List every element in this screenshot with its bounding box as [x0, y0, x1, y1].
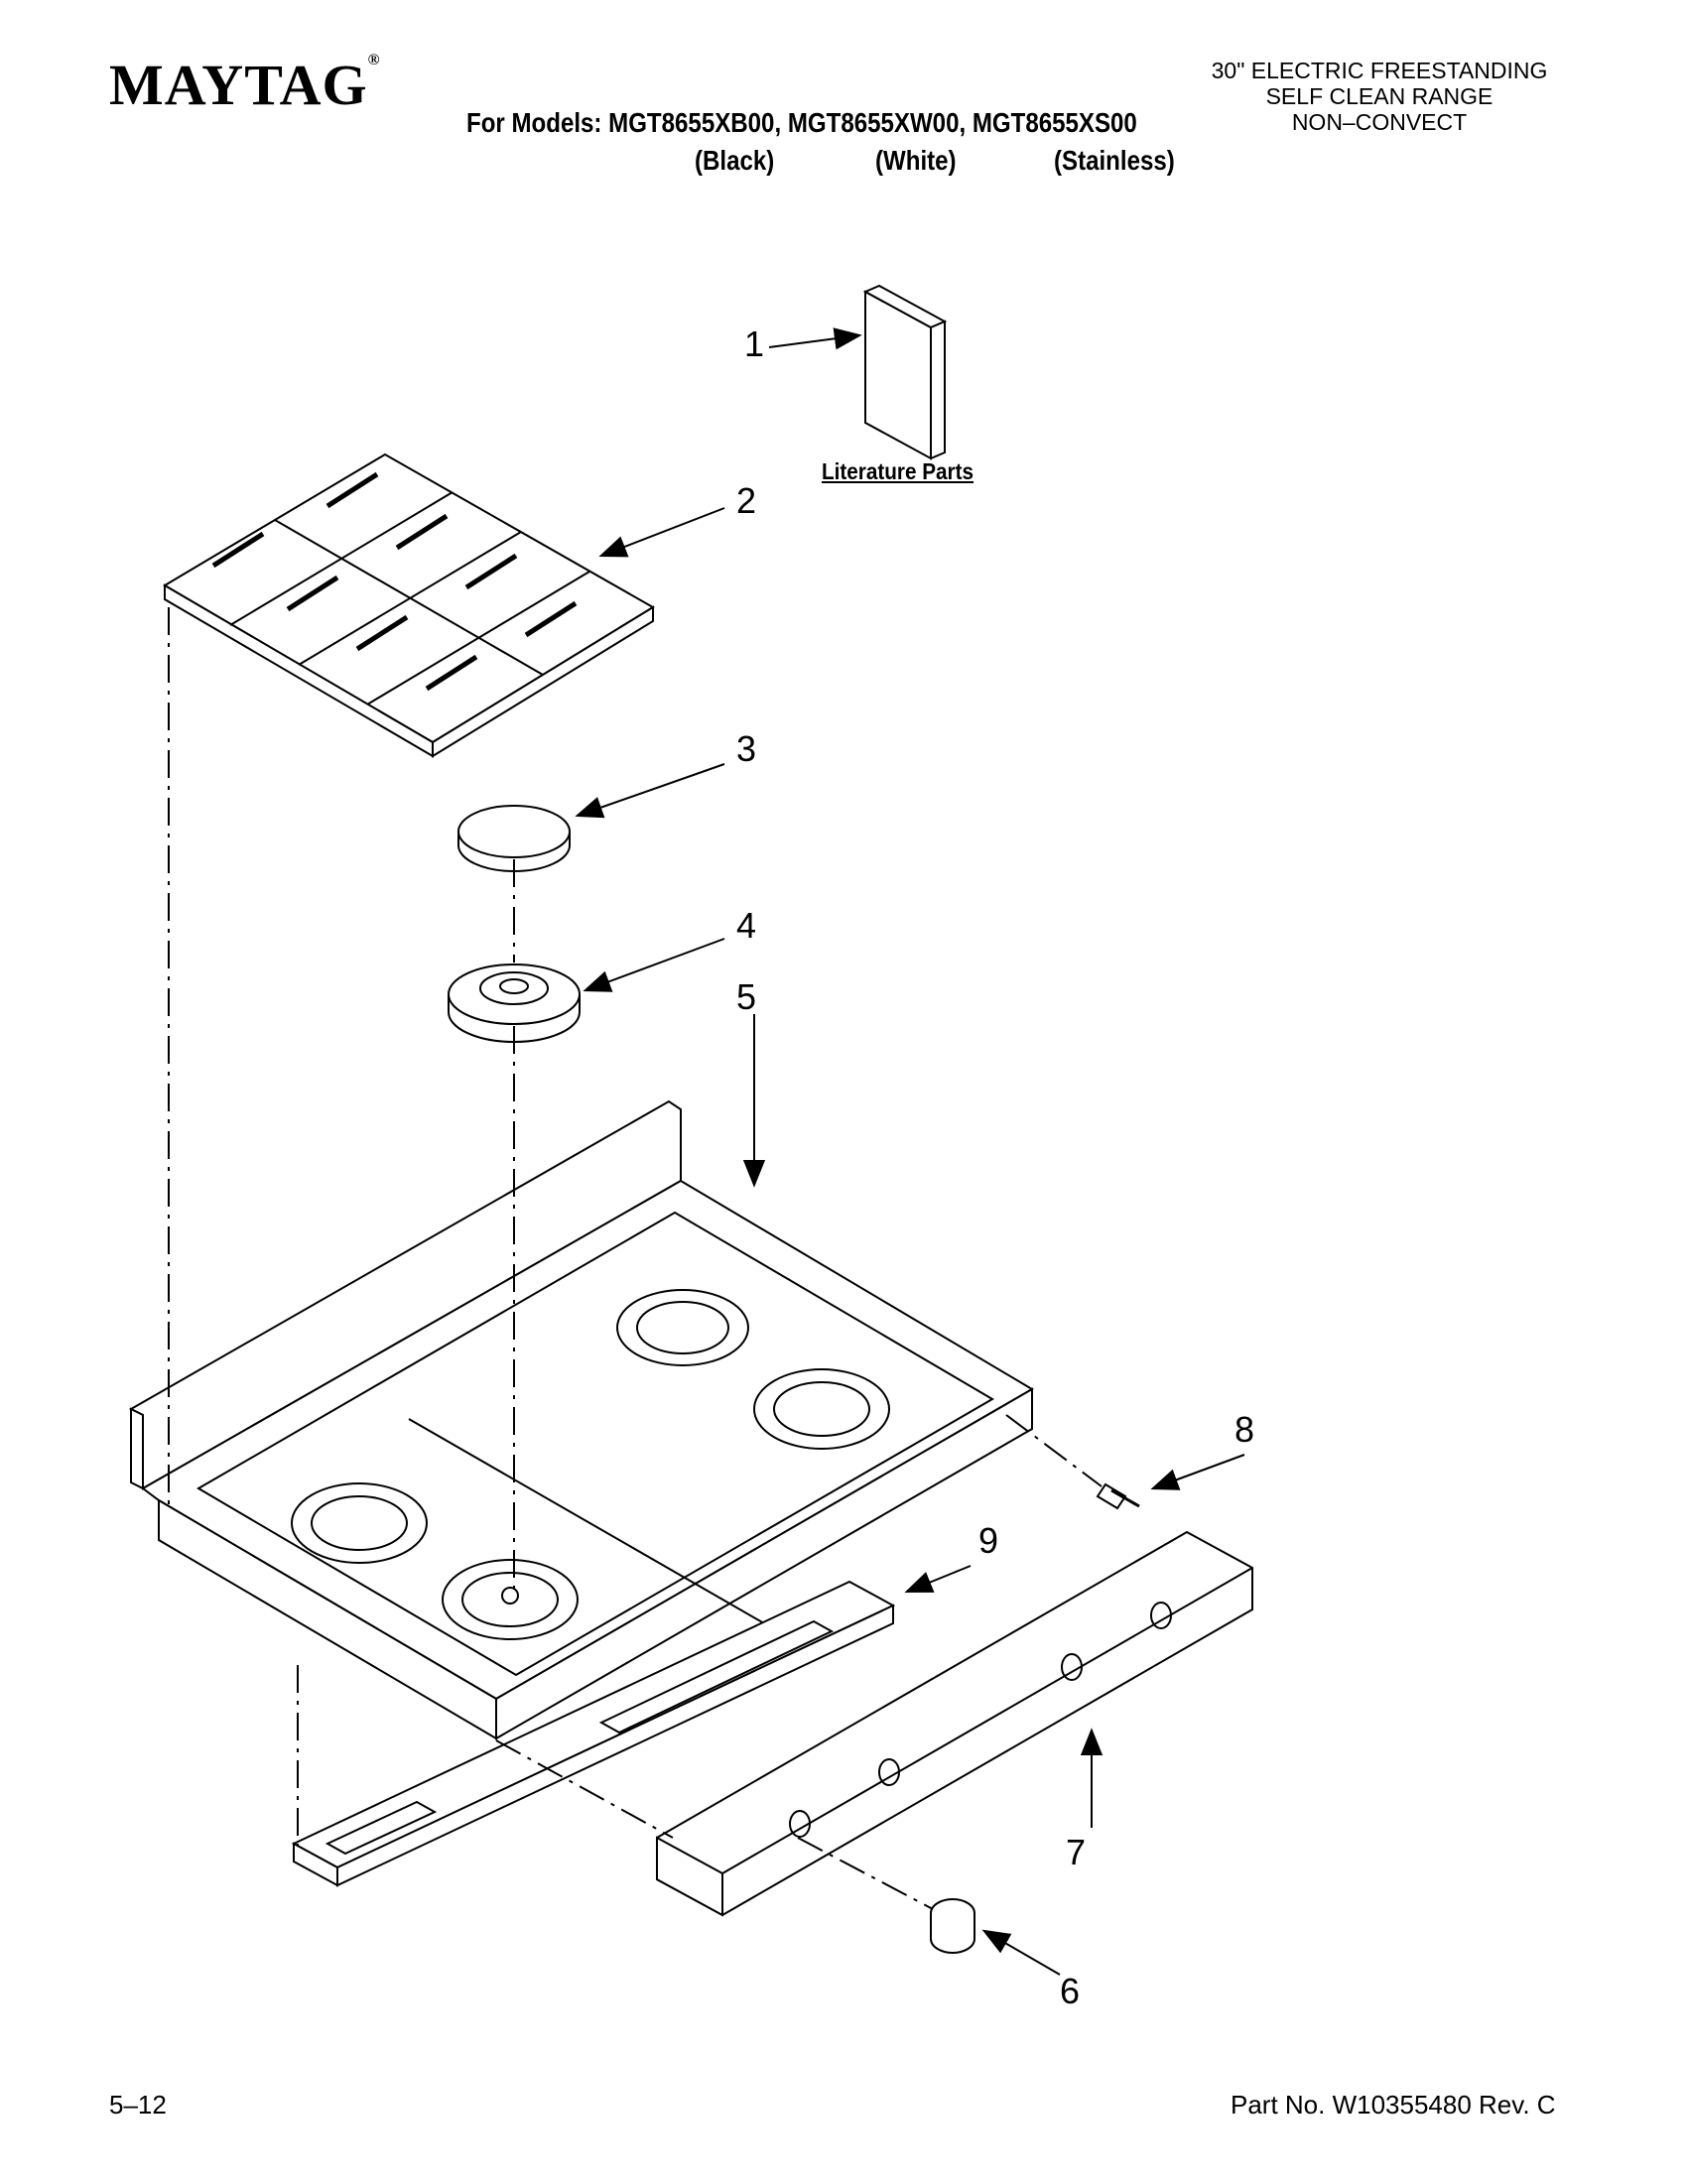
leader-line-2	[598, 507, 725, 558]
color-white: (White)	[875, 145, 957, 176]
cooktop-icon	[128, 1099, 1034, 1740]
range-description-line-3: NON–CONVECT	[1291, 109, 1468, 135]
burner-grate-icon	[163, 452, 655, 758]
leader-line-4	[583, 938, 725, 992]
leader-line-1	[768, 327, 862, 350]
callout-2: 2	[736, 480, 757, 521]
assembly-alignment-lines	[168, 607, 1103, 1910]
callout-3: 3	[736, 728, 757, 769]
literature-booklet-icon	[862, 284, 948, 460]
range-description-line-2: SELF CLEAN RANGE	[1265, 83, 1493, 109]
manifold-bracket-icon	[291, 1580, 896, 1887]
trademark-symbol: ®	[367, 52, 381, 68]
burner-base-icon	[448, 964, 581, 1043]
callout-1: 1	[744, 323, 765, 364]
leader-line-6	[981, 1929, 1061, 1976]
callout-4: 4	[736, 905, 757, 946]
page-number: 5–12	[109, 2090, 167, 2120]
part-number: Part No. W10355480 Rev. C	[1231, 2090, 1556, 2120]
color-stainless: (Stainless)	[1054, 145, 1175, 176]
callout-8: 8	[1234, 1409, 1255, 1450]
callout-5: 5	[736, 976, 757, 1017]
leader-line-8	[1150, 1454, 1245, 1490]
brand-name: MAYTAG	[109, 53, 368, 117]
screw-icon	[1096, 1482, 1140, 1510]
range-description: 30" ELECTRIC FREESTANDING SELF CLEAN RAN…	[1171, 58, 1588, 135]
leader-line-9	[904, 1565, 972, 1594]
leader-line-3	[575, 763, 725, 819]
callout-7: 7	[1066, 1832, 1087, 1872]
callout-9: 9	[978, 1520, 999, 1561]
manifold-panel-icon	[656, 1530, 1253, 1917]
callout-6: 6	[1060, 1971, 1081, 2011]
burner-cap-icon	[457, 805, 571, 872]
color-black: (Black)	[695, 145, 775, 176]
literature-parts-label: Literature Parts	[822, 458, 974, 484]
range-description-line-1: 30" ELECTRIC FREESTANDING	[1211, 58, 1548, 83]
brand-logo: MAYTAG®	[109, 52, 381, 118]
control-knob-icon	[930, 1898, 975, 1954]
models-line: For Models: MGT8655XB00, MGT8655XW00, MG…	[466, 107, 1137, 138]
